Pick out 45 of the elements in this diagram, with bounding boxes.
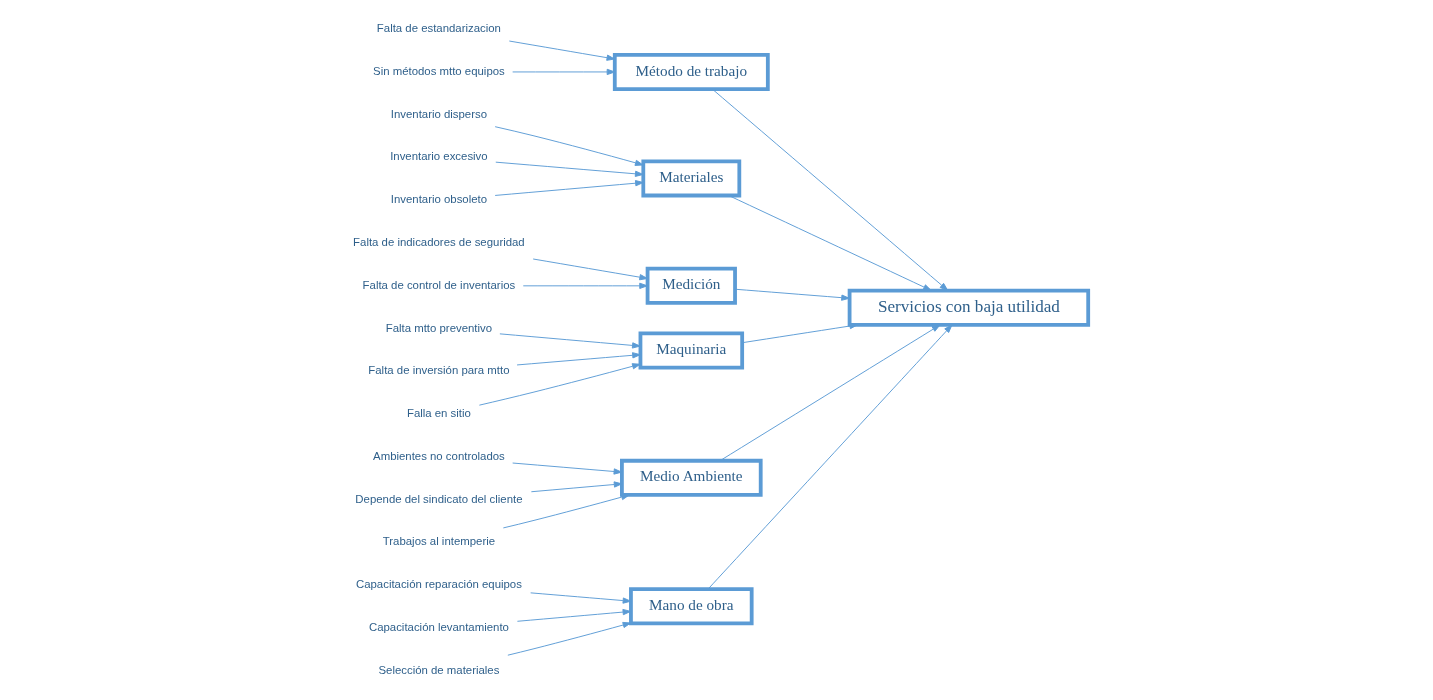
node-text: Capacitación reparación equipos bbox=[355, 578, 522, 591]
arrow bbox=[530, 592, 632, 604]
arrow bbox=[512, 68, 616, 76]
arrow bbox=[508, 40, 616, 61]
node-text: Inventario excesivo bbox=[390, 150, 488, 163]
node-text: Selección de materiales bbox=[378, 663, 500, 676]
arrow bbox=[707, 324, 953, 590]
arrow bbox=[532, 258, 648, 281]
arrow bbox=[728, 195, 932, 291]
node-text: Depende del sindicato del cliente bbox=[355, 492, 523, 505]
node-text: Falta mtto preventivo bbox=[385, 321, 493, 334]
node-text: Inventario obsoleto bbox=[390, 193, 488, 206]
node-text: Trabajos al intemperie bbox=[382, 535, 496, 548]
arrow bbox=[712, 88, 949, 291]
node-box: Materiales bbox=[641, 159, 742, 198]
arrow bbox=[512, 462, 623, 475]
arrow bbox=[499, 333, 641, 349]
node-box: Mano de obra bbox=[629, 587, 754, 626]
node-text: Falta de indicadores de seguridad bbox=[353, 236, 525, 248]
node-box: Maquinaria bbox=[638, 331, 745, 370]
node-text: Falla en sitio bbox=[406, 407, 471, 420]
node-box: Medio Ambiente bbox=[620, 458, 763, 497]
node-box: Medición bbox=[645, 266, 737, 305]
arrow bbox=[516, 352, 641, 366]
arrow bbox=[494, 126, 644, 166]
arrow bbox=[507, 621, 632, 656]
arrow bbox=[522, 282, 648, 289]
node-text: Inventario disperso bbox=[390, 107, 488, 120]
node-text: Falta de estandarizacion bbox=[376, 22, 501, 35]
node-text: Falta de control de inventarios bbox=[362, 278, 516, 291]
arrow bbox=[516, 608, 632, 622]
arrow bbox=[741, 322, 858, 344]
arrow bbox=[494, 180, 644, 196]
node-text: Sin métodos mtto equipos bbox=[373, 64, 505, 77]
arrow bbox=[495, 161, 644, 177]
arrow bbox=[734, 288, 850, 301]
node-text: Falta de inversión para mtto bbox=[368, 364, 510, 377]
node-box: Método de trabajo bbox=[612, 52, 770, 91]
node-box: Servicios con baja utilidad bbox=[847, 288, 1091, 327]
arrow bbox=[719, 324, 941, 462]
arrow bbox=[530, 481, 623, 493]
arrow bbox=[502, 494, 630, 529]
arrow bbox=[478, 363, 641, 406]
node-text: Ambientes no controlados bbox=[373, 449, 505, 462]
node-text: Capacitación levantamiento bbox=[368, 621, 509, 634]
